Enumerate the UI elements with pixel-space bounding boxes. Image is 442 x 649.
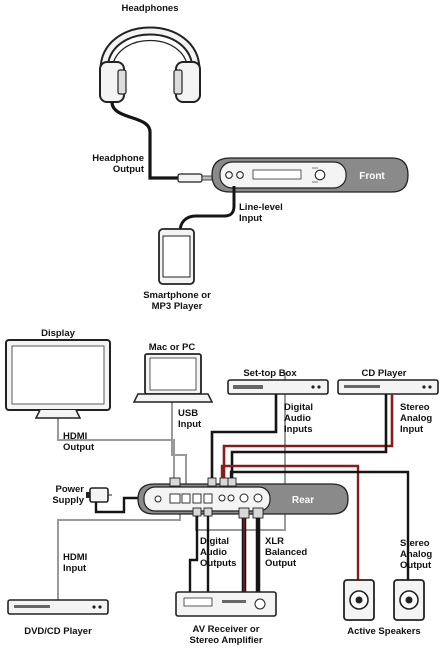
usb-label-2: Input (178, 419, 202, 430)
front-label: Front (359, 171, 385, 182)
rear-device (137, 483, 349, 515)
hdmi-out-label-2: Output (63, 442, 95, 453)
cd-player-icon (337, 379, 439, 395)
line-level-cable (178, 186, 236, 233)
settop-box-icon (227, 379, 329, 395)
stereo-out-label-2: Analog (400, 549, 432, 560)
digital-out-label-3: Outputs (200, 558, 236, 569)
headphone-output-label-1: Headphone (92, 153, 144, 164)
power-label-1: Power (55, 484, 84, 495)
power-supply-icon (86, 487, 112, 503)
smartphone-label-2: MP3 Player (152, 301, 203, 312)
cd-player-label: CD Player (362, 368, 407, 379)
digital-out-cable-1 (188, 516, 199, 594)
av-receiver-icon (175, 591, 277, 617)
rear-plugs (169, 477, 264, 519)
stereo-in-label-2: Analog (400, 413, 432, 424)
power-cable (94, 496, 160, 514)
smartphone-icon (158, 228, 195, 285)
headphone-plug (177, 173, 213, 183)
cd-red-cable (222, 394, 394, 490)
stereo-out-label-1: Stereo (400, 538, 430, 549)
digital-in-label-3: Inputs (284, 424, 313, 435)
digital-out-label-1: Digital (200, 536, 229, 547)
headphones-label: Headphones (121, 3, 178, 14)
headphone-cable (110, 101, 180, 180)
analog-out-black-cable (229, 470, 410, 582)
hdmi-in-label-2: Input (63, 563, 87, 574)
laptop-icon (132, 353, 214, 403)
settop-digital-cable (210, 394, 278, 490)
stereo-in-label-1: Stereo (400, 402, 430, 413)
smartphone-label-1: Smartphone or (143, 290, 211, 301)
line-level-label-1: Line-level (239, 202, 283, 213)
headphone-output-label-2: Output (113, 164, 145, 175)
av-receiver-label-2: Stereo Amplifier (189, 635, 262, 646)
mac-pc-label: Mac or PC (149, 342, 196, 353)
hdmi-in-label-1: HDMI (63, 552, 87, 563)
power-label-2: Supply (52, 495, 84, 506)
display-label: Display (41, 328, 76, 339)
stereo-in-label-3: Input (400, 424, 424, 435)
digital-in-label-2: Audio (284, 413, 311, 424)
usb-label-1: USB (178, 408, 198, 419)
headphones-icon (99, 26, 201, 103)
speakers-label: Active Speakers (347, 626, 420, 637)
line-level-label-2: Input (239, 213, 263, 224)
digital-out-label-2: Audio (200, 547, 227, 558)
speakers-icon (343, 579, 425, 621)
xlr-label-3: Output (265, 558, 297, 569)
xlr-label-2: Balanced (265, 547, 307, 558)
display-icon (5, 339, 111, 419)
dvd-player-icon (7, 599, 109, 615)
digital-in-label-1: Digital (284, 402, 313, 413)
front-device (211, 157, 409, 193)
stereo-out-label-3: Output (400, 560, 432, 571)
hdmi-out-label-1: HDMI (63, 431, 87, 442)
rear-label: Rear (292, 495, 314, 506)
settop-label: Set-top Box (243, 368, 297, 379)
av-receiver-label-1: AV Receiver or (193, 624, 260, 635)
analog-out-red-cable (220, 464, 360, 582)
dvd-label: DVD/CD Player (24, 626, 92, 637)
xlr-label-1: XLR (265, 536, 284, 547)
